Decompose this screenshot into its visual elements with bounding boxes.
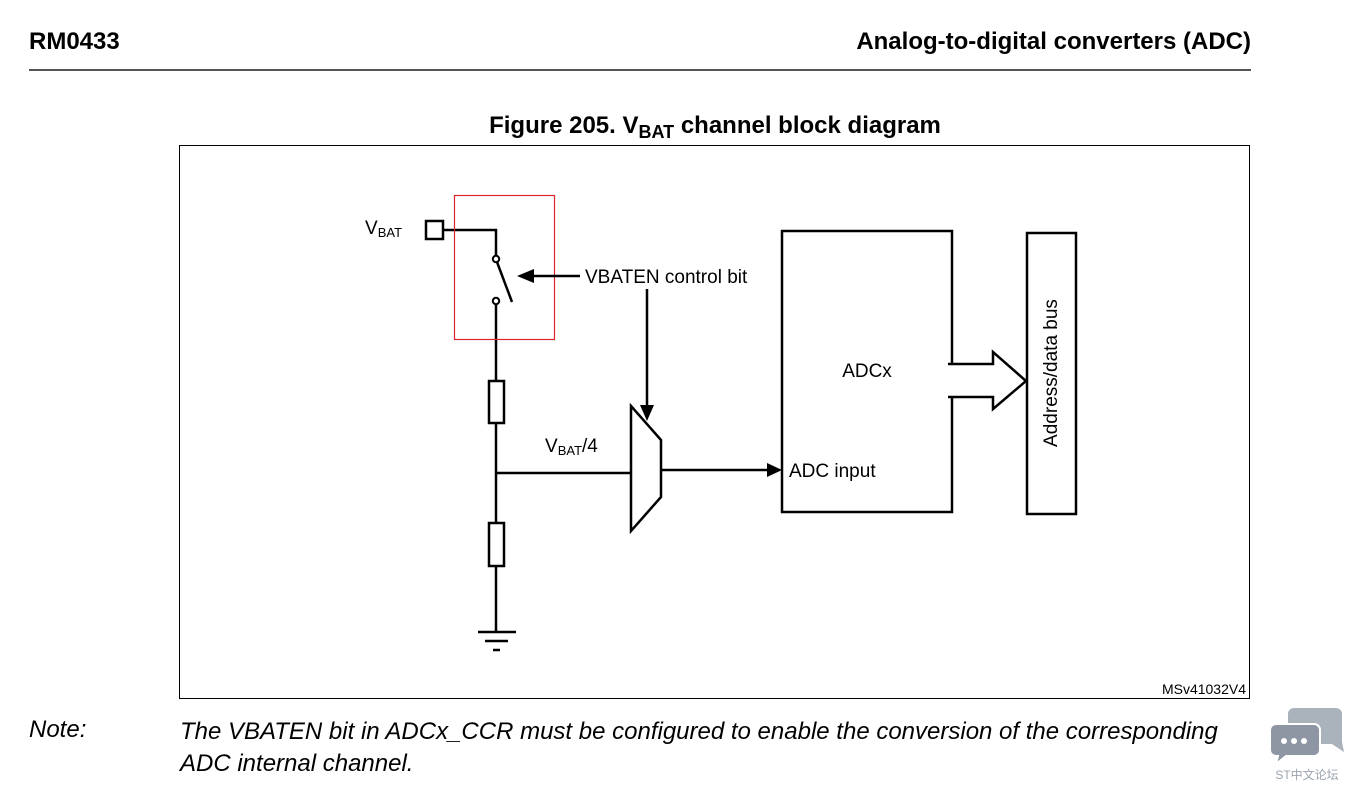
figure-title-subscript: BAT — [638, 122, 675, 142]
document-id: RM0433 — [29, 28, 120, 55]
switch-highlight-box — [453, 194, 556, 341]
figure-title-prefix: Figure 205. V — [489, 112, 639, 139]
chat-bubbles-icon[interactable] — [1268, 704, 1346, 786]
vbat-wire — [443, 228, 498, 258]
vbat-pin — [424, 219, 445, 241]
header-divider — [29, 69, 1251, 71]
address-data-bus-block — [1025, 231, 1078, 516]
adc-block — [780, 229, 954, 514]
figure-code: MSv41032V4 — [1162, 681, 1246, 697]
resistor-top — [487, 379, 506, 425]
vbat-label: VBAT — [365, 218, 402, 240]
address-data-bus-label: Address/data bus — [1041, 299, 1062, 447]
mux-select-arrow-head — [640, 405, 654, 421]
vbat-div4-label: VBAT/4 — [545, 436, 598, 458]
forum-watermark-label[interactable]: ST中文论坛 — [1275, 768, 1339, 782]
resistor-bottom — [487, 521, 506, 568]
adcx-label: ADCx — [842, 361, 892, 382]
adc-input-label: ADC input — [789, 461, 876, 482]
figure-title-suffix: channel block diagram — [674, 112, 941, 139]
multiplexer — [629, 402, 663, 535]
section-title: Analog-to-digital converters (ADC) — [856, 28, 1251, 55]
adc-input-arrow-head — [767, 463, 782, 477]
bus-arrow — [948, 349, 1028, 412]
switch-contact-bottom — [491, 296, 501, 306]
switch-blade — [495, 261, 514, 303]
figure-title: Figure 205. VBAT channel block diagram — [0, 112, 1350, 143]
figure-frame — [179, 145, 1250, 699]
switch-contact-top — [491, 254, 501, 264]
control-arrow-head — [517, 269, 534, 283]
note-text: The VBATEN bit in ADCx_CCR must be confi… — [180, 718, 1218, 777]
note-label: Note: — [29, 716, 87, 743]
vbaten-control-bit-label: VBATEN control bit — [585, 267, 748, 288]
